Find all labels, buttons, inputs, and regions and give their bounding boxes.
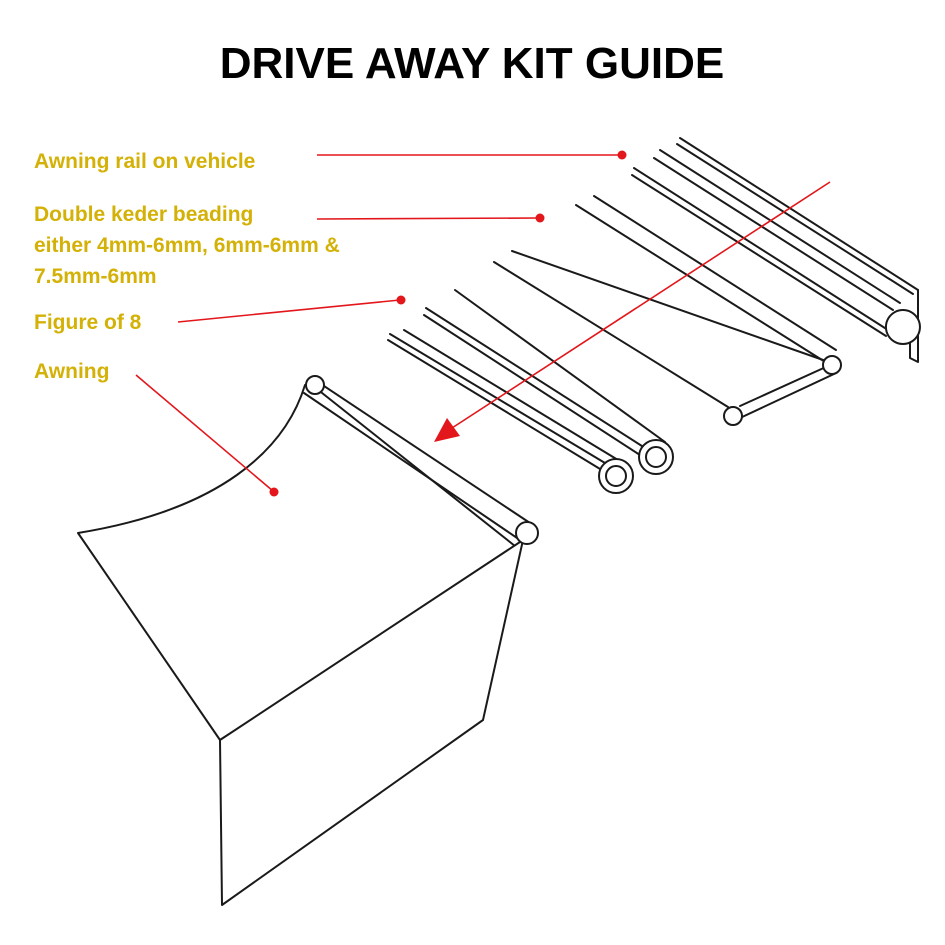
awning-rail-part: [631, 137, 921, 363]
assembly-arrow-line: [451, 181, 831, 429]
marker-dot-figure-of-8: [396, 295, 406, 305]
label-awning: Awning: [34, 360, 109, 383]
marker-dot-double-keder: [535, 213, 545, 223]
page-title: DRIVE AWAY KIT GUIDE: [220, 39, 724, 88]
awning-part: [77, 375, 539, 906]
figure-of-8-part: [387, 289, 674, 494]
arrow-head-icon: [434, 418, 460, 442]
label-double-keder-line3: 7.5mm-6mm: [34, 265, 157, 288]
label-double-keder-line1: Double keder beading: [34, 203, 253, 226]
double-keder-part: [493, 195, 842, 426]
marker-dot-awning-rail: [617, 150, 627, 160]
label-double-keder-line2: either 4mm-6mm, 6mm-6mm &: [34, 234, 340, 257]
marker-dot-awning: [269, 487, 279, 497]
leader-awning: [135, 374, 274, 492]
leader-lines: [135, 150, 831, 497]
leader-figure-of-8: [177, 299, 401, 323]
label-figure-of-8: Figure of 8: [34, 311, 142, 334]
leader-double-keder: [316, 217, 540, 220]
label-awning-rail: Awning rail on vehicle: [34, 150, 255, 173]
